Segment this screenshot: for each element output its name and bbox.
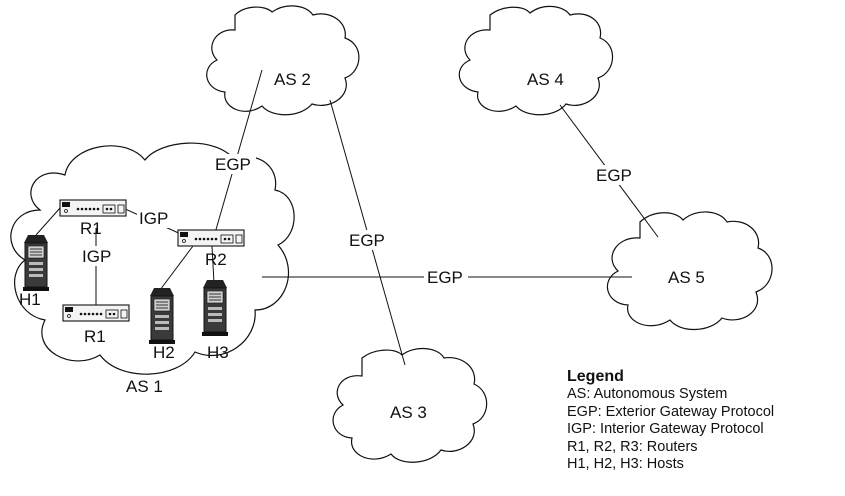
- as1-label: AS 1: [126, 377, 163, 396]
- igp-label-r1-r1: IGP: [82, 247, 111, 266]
- cloud-as2: [206, 5, 360, 116]
- as3-label: AS 3: [390, 403, 427, 422]
- host-h3-label: H3: [207, 343, 229, 362]
- router-r1-top-label: R1: [80, 219, 102, 238]
- legend-item: AS: Autonomous System: [567, 386, 728, 402]
- router-r1-bottom: [62, 304, 130, 322]
- link-r2-h3: [211, 245, 215, 284]
- egp-label-as2-as3: EGP: [349, 231, 385, 250]
- legend-item: EGP: Exterior Gateway Protocol: [567, 403, 775, 420]
- host-h2-label: H2: [153, 343, 175, 362]
- legend-item: H1, H2, H3: Hosts: [567, 456, 684, 472]
- cloud-as1: [10, 142, 295, 375]
- as2-label: AS 2: [274, 70, 311, 89]
- legend-item: R1, R2, R3: Routers: [567, 438, 698, 455]
- egp-label-as1-as5: EGP: [427, 268, 463, 287]
- igp-label-r1-r2: IGP: [139, 209, 168, 228]
- router-r2-label: R2: [205, 250, 227, 269]
- as4-label: AS 4: [527, 70, 564, 89]
- as5-label: AS 5: [668, 268, 705, 287]
- link-r2-h2: [159, 245, 194, 291]
- legend-title: Legend: [567, 368, 624, 385]
- router-r1-top: [59, 199, 127, 217]
- host-h3: [201, 279, 229, 337]
- host-h1: [22, 234, 50, 292]
- cloud-as5: [606, 211, 773, 331]
- egp-label-as4-as5: EGP: [596, 166, 632, 185]
- link-h1-r1: [35, 207, 61, 236]
- host-h2: [148, 287, 176, 345]
- cloud-as3: [332, 348, 488, 463]
- legend: Legend AS: Autonomous System EGP: Exteri…: [567, 367, 843, 474]
- legend-item: IGP: Interior Gateway Protocol: [567, 421, 764, 437]
- egp-label-as1-as2: EGP: [215, 155, 251, 174]
- router-r1-bottom-label: R1: [84, 327, 106, 346]
- host-h1-label: H1: [19, 290, 41, 309]
- router-r2: [177, 229, 245, 247]
- cloud-as4: [458, 5, 614, 116]
